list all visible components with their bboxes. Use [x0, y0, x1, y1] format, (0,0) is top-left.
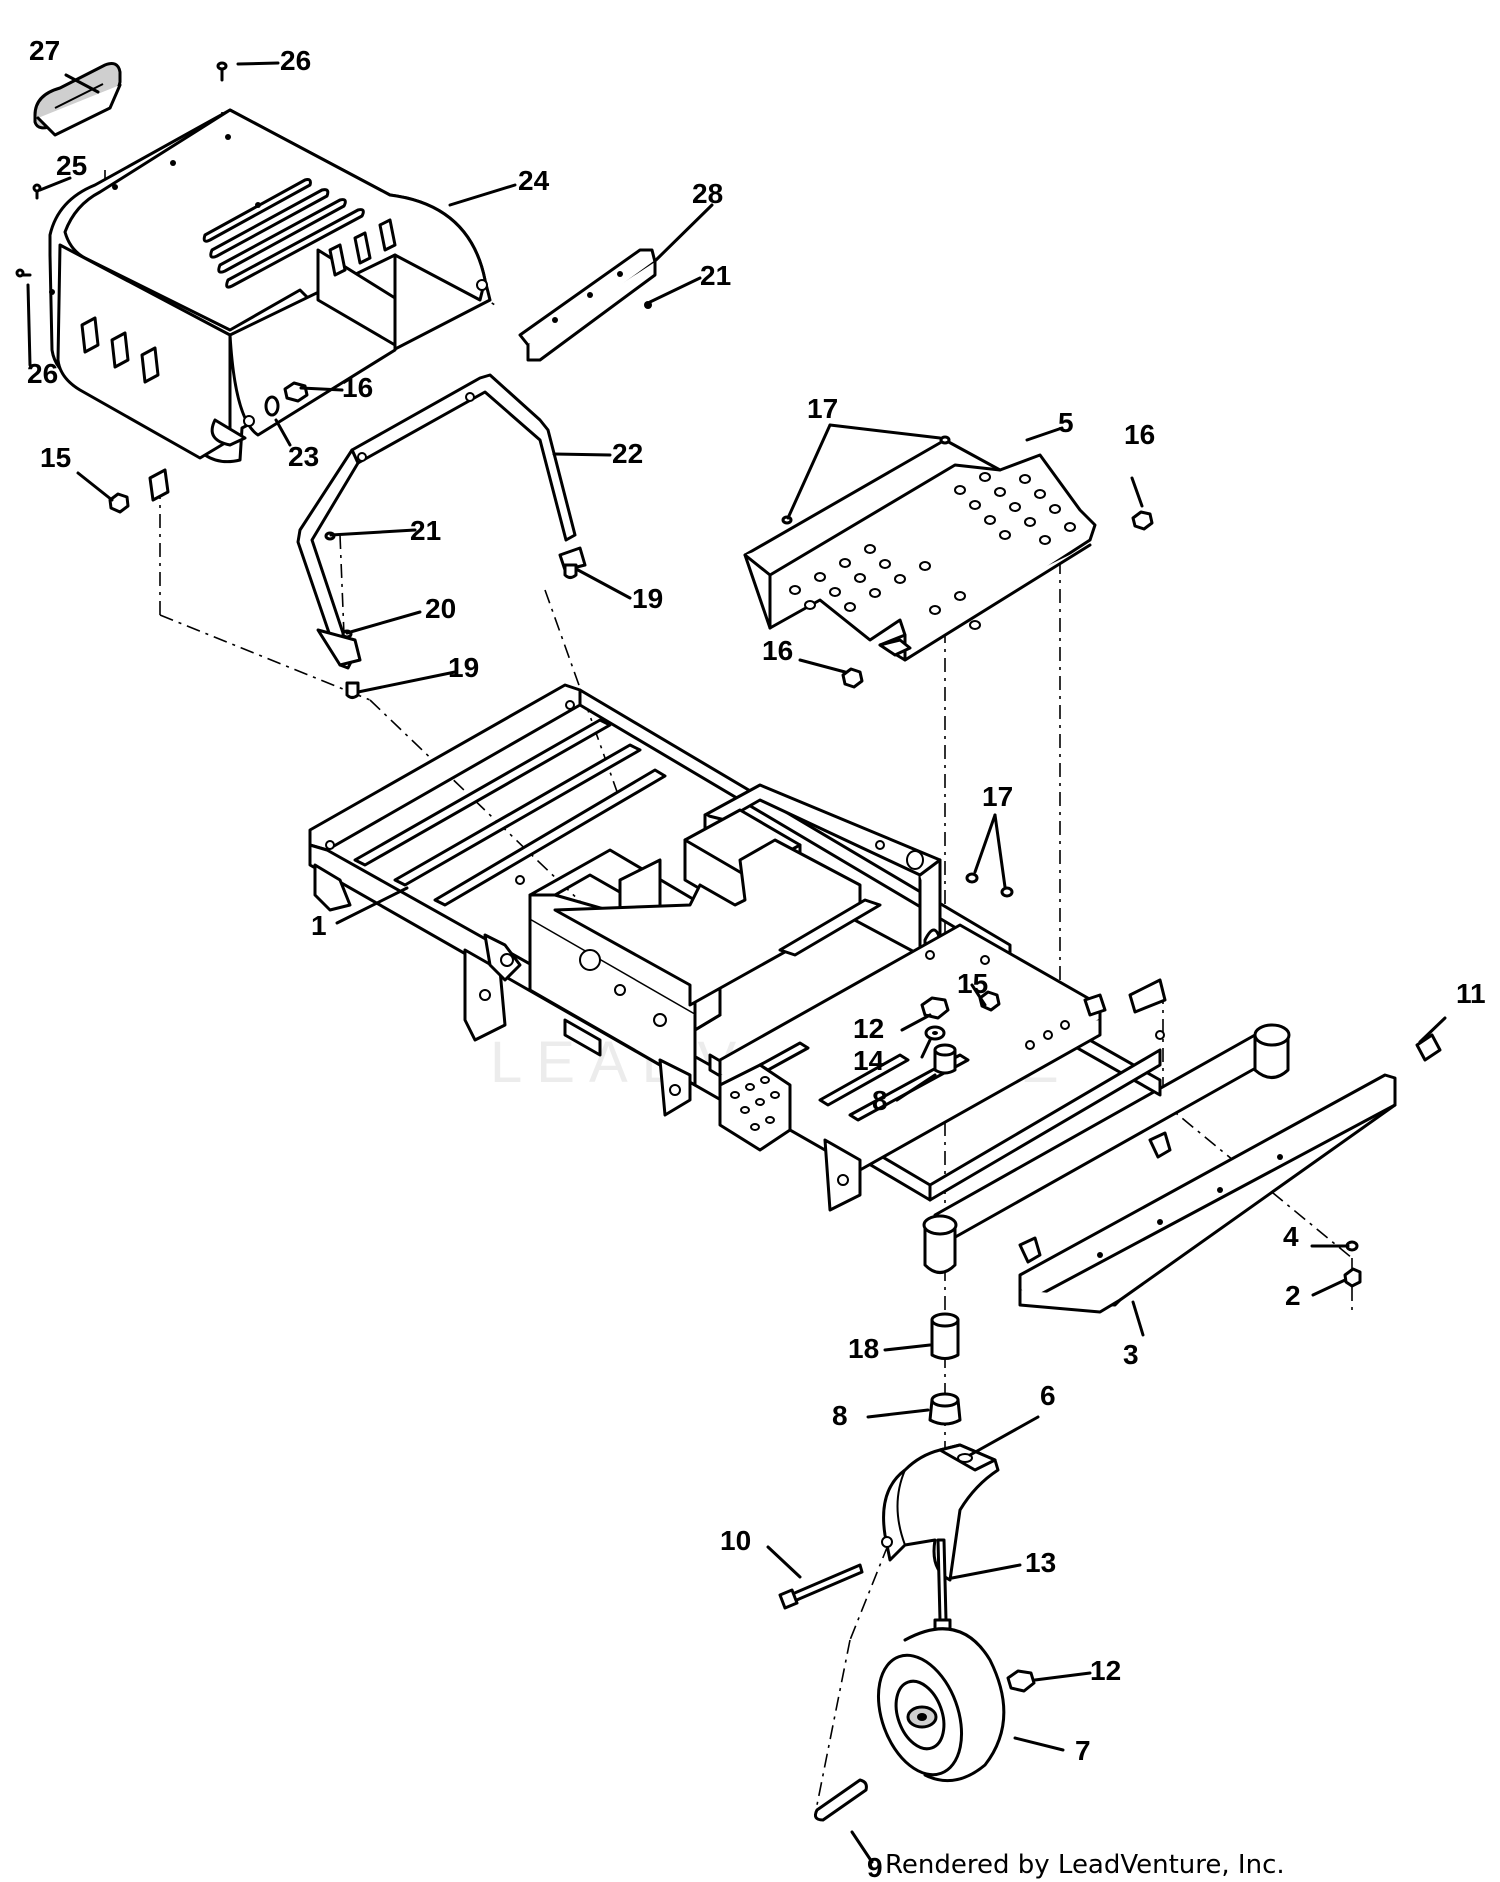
wheel-part-7	[876, 1627, 1006, 1783]
fender-part-24	[48, 108, 492, 502]
callout-26-top: 26	[280, 45, 311, 76]
callout-22: 22	[612, 438, 643, 469]
callout-2: 2	[1285, 1280, 1301, 1311]
callout-16-left: 16	[342, 372, 373, 403]
callout-27: 27	[29, 35, 60, 66]
callout-23: 23	[288, 441, 319, 472]
foot-plate-part-5	[743, 438, 1097, 662]
callout-1: 1	[311, 910, 327, 941]
callout-6: 6	[1040, 1380, 1056, 1411]
callout-15-left: 15	[40, 442, 71, 473]
callout-17-top: 17	[807, 393, 838, 424]
callout-leaders	[26, 61, 1447, 1864]
callout-12-bottom: 12	[1090, 1655, 1121, 1686]
callout-12-top: 12	[853, 1013, 884, 1044]
callout-24: 24	[518, 165, 550, 196]
callout-4: 4	[1283, 1221, 1299, 1252]
callout-15-frame: 15	[957, 968, 988, 999]
callout-19-right: 19	[632, 583, 663, 614]
callout-14: 14	[853, 1045, 885, 1076]
callout-19-left: 19	[448, 652, 479, 683]
callout-13: 13	[1025, 1547, 1056, 1578]
bracket-part-28	[518, 248, 657, 362]
callout-21-top: 21	[700, 260, 731, 291]
foot-plate-holes	[789, 472, 1076, 630]
callout-20: 20	[425, 593, 456, 624]
callout-11: 11	[1456, 978, 1486, 1009]
handle-part-27	[33, 62, 122, 137]
callout-8-bottom: 8	[832, 1400, 848, 1431]
callout-9: 9	[867, 1852, 883, 1882]
seat-support-part-22	[296, 373, 587, 670]
render-credit: Rendered by LeadVenture, Inc.	[885, 1850, 1285, 1880]
callout-18: 18	[848, 1333, 879, 1364]
main-frame-part-1	[308, 683, 1291, 1274]
callout-16-below: 16	[762, 635, 793, 666]
callout-10: 10	[720, 1525, 751, 1556]
callout-labels: 27 26 25 24 28 21 26 16 23 15 22 21 19 2…	[27, 35, 1486, 1882]
callout-28: 28	[692, 178, 723, 209]
vent-slots	[202, 178, 365, 289]
callout-26-left: 26	[27, 358, 58, 389]
callout-5: 5	[1058, 407, 1074, 438]
callout-17-frame: 17	[982, 781, 1013, 812]
callout-8-top: 8	[872, 1085, 888, 1116]
front-bumper-part-3	[1018, 1073, 1397, 1314]
callout-7: 7	[1075, 1735, 1091, 1766]
caster-hardware	[778, 996, 1036, 1822]
callout-16-right: 16	[1124, 419, 1155, 450]
callout-25: 25	[56, 150, 87, 181]
callout-21-frame: 21	[410, 515, 441, 546]
callout-3: 3	[1123, 1339, 1139, 1370]
